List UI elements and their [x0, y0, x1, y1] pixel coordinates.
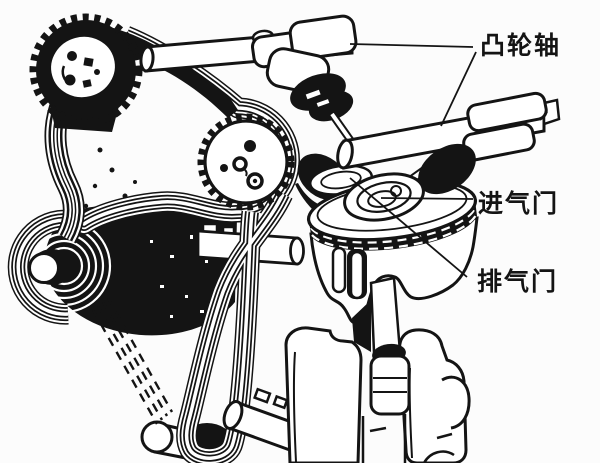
crank-pin-web — [361, 414, 407, 463]
timing-belt — [18, 36, 289, 458]
cam-lobe-upper — [290, 73, 354, 122]
label-camshaft: 凸轮轴 — [480, 31, 561, 60]
timing-belt-hidden-run — [91, 297, 174, 425]
camshaft-sprocket-lower — [197, 113, 295, 211]
leader-camshaft-lower — [440, 51, 477, 127]
camshaft-lower — [336, 91, 561, 170]
sprocket-teeth — [197, 113, 295, 211]
camshaft-sprocket-upper — [29, 13, 238, 132]
cam-lobe-intake — [418, 143, 476, 195]
leader-intake-valve — [380, 197, 474, 200]
label-intake-valve: 进气门 — [478, 189, 559, 218]
crank-pulley-hub — [28, 249, 73, 285]
sprocket-teeth — [29, 13, 143, 127]
bearing-cap — [466, 91, 548, 133]
label-exhaust-valve: 排气门 — [477, 267, 558, 296]
counterweight-boss — [441, 375, 471, 430]
leader-exhaust-valve — [349, 177, 468, 278]
leader-lines — [349, 43, 477, 278]
intake-valve-assembly — [343, 143, 476, 222]
counterweight-left — [284, 326, 363, 463]
belt-speckles — [83, 147, 137, 209]
connecting-rod — [352, 276, 411, 416]
leader-camshaft-upper — [349, 43, 474, 48]
piston-pin-boss — [331, 246, 367, 300]
rod-big-end — [369, 354, 411, 416]
bearing-cap — [288, 14, 358, 61]
camshaft-upper — [139, 14, 358, 144]
crankshaft — [222, 326, 471, 463]
